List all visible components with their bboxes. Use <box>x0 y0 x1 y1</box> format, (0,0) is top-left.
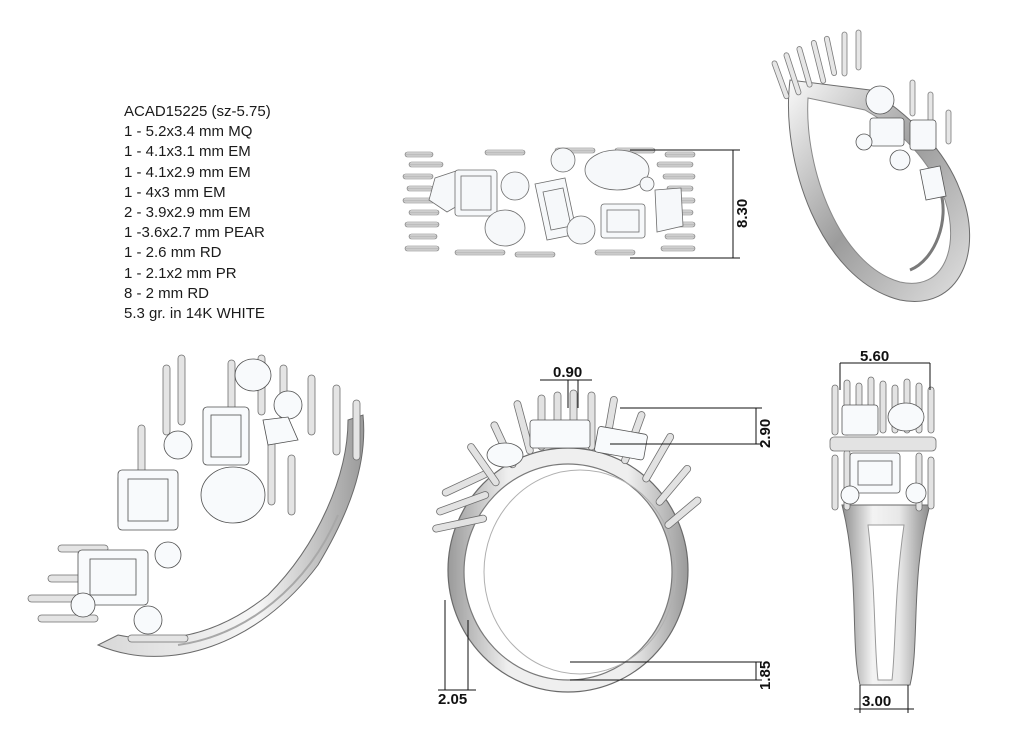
spec-line: 5.3 gr. in 14K WHITE <box>124 305 265 323</box>
stones <box>428 147 684 247</box>
spec-line: 1 - 2.6 mm RD <box>124 244 222 262</box>
perspective-view-top <box>771 29 971 302</box>
prong-cluster <box>771 29 952 145</box>
ring-band <box>96 414 365 657</box>
spec-line: 1 - 5.2x3.4 mm MQ <box>124 123 253 141</box>
cluster-stones <box>70 358 303 635</box>
spec-line: 1 - 2.1x2 mm PR <box>124 264 237 282</box>
dimension-lines <box>630 149 740 259</box>
spec-line: 1 -3.6x2.7 mm PEAR <box>124 224 265 242</box>
head-stones <box>486 419 648 468</box>
perspective-view-angled <box>27 354 365 657</box>
dim-prong-width: 0.90 <box>553 364 582 381</box>
spec-line: 1 - 4x3 mm EM <box>124 183 226 201</box>
dim-shank-bottom: 1.85 <box>757 661 774 690</box>
side-stones <box>840 402 927 505</box>
spec-title: ACAD15225 (sz-5.75) <box>124 103 271 120</box>
dim-shank-side: 2.05 <box>438 691 467 708</box>
dim-top-height: 8.30 <box>734 199 751 228</box>
side-shank <box>841 504 931 686</box>
front-view: 0.90 2.90 1.85 2.05 <box>432 364 774 708</box>
spec-line: 1 - 4.1x2.9 mm EM <box>124 163 251 181</box>
dimension-lines <box>438 379 762 691</box>
top-view: 8.30 <box>402 147 751 259</box>
spec-line: 8 - 2 mm RD <box>124 284 210 302</box>
specification-list: ACAD15225 (sz-5.75) 1 - 5.2x3.4 mm MQ 1 … <box>124 102 271 324</box>
ring-shank <box>447 447 689 693</box>
dimension-lines <box>839 362 931 713</box>
dim-head-height: 2.90 <box>757 419 774 448</box>
cluster-stones <box>855 85 947 201</box>
dim-side-top-width: 5.60 <box>860 348 889 365</box>
spec-line: 1 - 4.1x3.1 mm EM <box>124 143 251 161</box>
side-view: 5.60 3.00 <box>829 348 937 713</box>
spec-line: 2 - 3.9x2.9 mm EM <box>124 204 251 222</box>
dim-side-bottom-width: 3.00 <box>862 693 891 710</box>
